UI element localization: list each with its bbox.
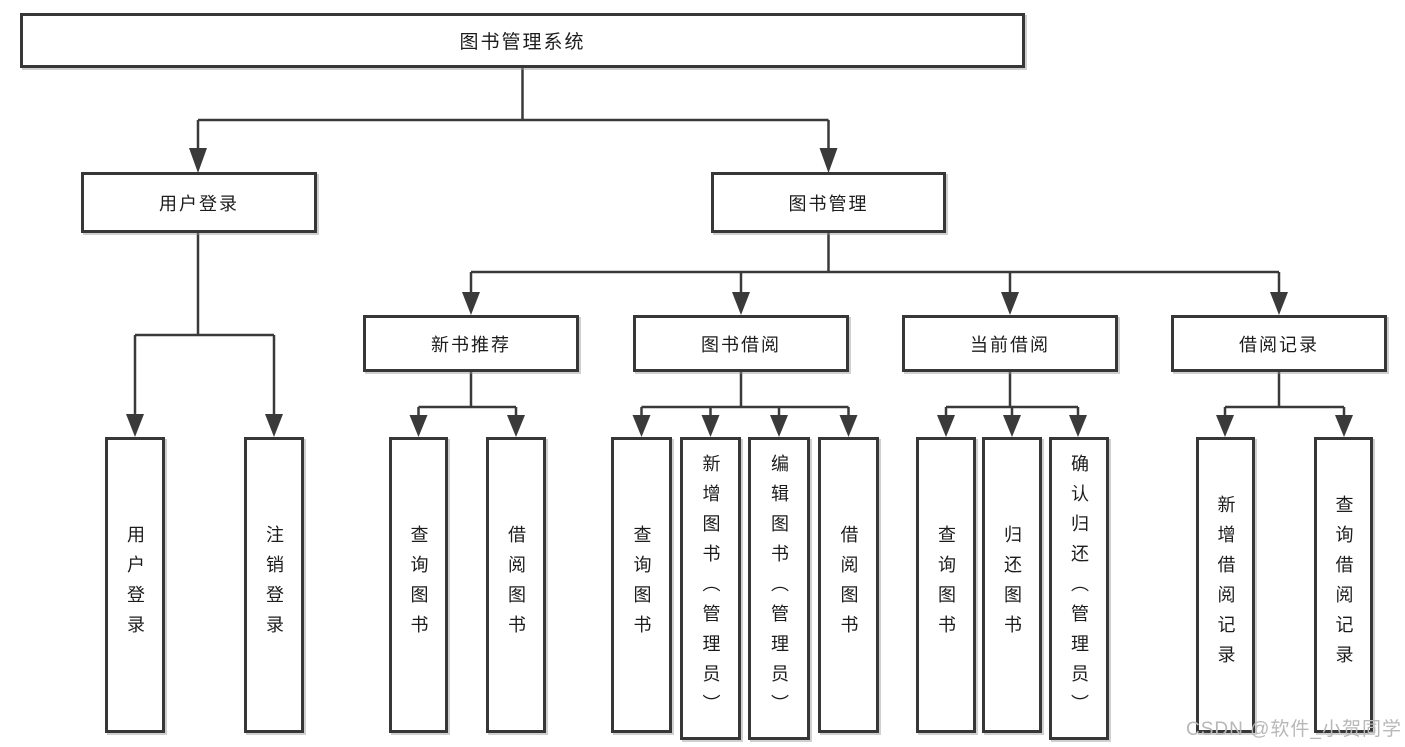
arrow-down-icon bbox=[770, 415, 788, 437]
node-borrow-records: 借阅记录 bbox=[1171, 315, 1387, 372]
arrow-down-icon bbox=[189, 148, 207, 173]
arrow-down-icon bbox=[1335, 415, 1353, 437]
node-root: 图书管理系统 bbox=[20, 13, 1025, 68]
node-root-label: 图书管理系统 bbox=[459, 32, 586, 53]
arrow-down-icon bbox=[265, 414, 283, 437]
arrow-down-icon bbox=[409, 415, 428, 437]
arrow-down-icon bbox=[732, 292, 750, 315]
leaf-borrow-add-admin: 新增图书（管理员） bbox=[680, 437, 741, 740]
node-current-borrow-label: 当前借阅 bbox=[970, 334, 1050, 355]
arrow-down-icon bbox=[1001, 292, 1019, 315]
arrow-down-icon bbox=[819, 148, 838, 173]
node-book-management-label: 图书管理 bbox=[788, 193, 869, 214]
leaf-current-confirm-admin: 确认归还（管理员） bbox=[1049, 437, 1109, 740]
arrow-down-icon bbox=[839, 415, 858, 437]
node-book-management: 图书管理 bbox=[711, 172, 946, 233]
node-book-borrow-label: 图书借阅 bbox=[701, 334, 781, 355]
watermark: CSDN @软件_小贺同学 bbox=[1186, 719, 1402, 740]
leaf-borrow-edit-admin: 编辑图书（管理员） bbox=[748, 437, 810, 740]
arrow-down-icon bbox=[1069, 415, 1087, 437]
node-current-borrow: 当前借阅 bbox=[902, 315, 1118, 372]
connector-borrow-records-to-leaves bbox=[1216, 372, 1353, 437]
leaf-record-add: 新增借阅记录 bbox=[1196, 437, 1255, 733]
arrow-down-icon bbox=[1003, 415, 1021, 437]
arrow-down-icon bbox=[462, 292, 480, 315]
leaf-borrow-borrow: 借阅图书 bbox=[818, 437, 879, 733]
connector-new-book-to-leaves bbox=[409, 372, 525, 437]
node-book-borrow: 图书借阅 bbox=[633, 315, 849, 372]
leaf-user-login: 用户登录 bbox=[105, 437, 165, 733]
leaf-current-return: 归还图书 bbox=[982, 437, 1042, 733]
arrow-down-icon bbox=[1216, 415, 1234, 437]
arrow-down-icon bbox=[701, 415, 720, 437]
connector-user-login-to-leaves bbox=[126, 233, 283, 437]
leaf-newbook-query: 查询图书 bbox=[389, 437, 448, 733]
leaf-current-query: 查询图书 bbox=[916, 437, 976, 733]
arrow-down-icon bbox=[632, 415, 651, 437]
leaf-borrow-query: 查询图书 bbox=[611, 437, 672, 733]
connector-book-management-to-level3 bbox=[462, 233, 1288, 315]
arrow-down-icon bbox=[126, 414, 144, 437]
node-new-book-recommend-label: 新书推荐 bbox=[431, 334, 511, 355]
connector-current-borrow-to-leaves bbox=[937, 372, 1087, 437]
arrow-down-icon bbox=[507, 415, 525, 437]
connector-book-borrow-to-leaves bbox=[632, 372, 858, 437]
leaf-record-query: 查询借阅记录 bbox=[1314, 437, 1373, 733]
node-user-login: 用户登录 bbox=[81, 172, 317, 233]
leaf-logout: 注销登录 bbox=[244, 437, 304, 733]
connector-root-to-level2 bbox=[189, 68, 838, 173]
node-borrow-records-label: 借阅记录 bbox=[1239, 334, 1319, 355]
leaf-newbook-borrow: 借阅图书 bbox=[486, 437, 546, 733]
arrow-down-icon bbox=[937, 415, 955, 437]
arrow-down-icon bbox=[1270, 292, 1288, 315]
node-new-book-recommend: 新书推荐 bbox=[363, 315, 579, 372]
node-user-login-label: 用户登录 bbox=[159, 193, 239, 214]
